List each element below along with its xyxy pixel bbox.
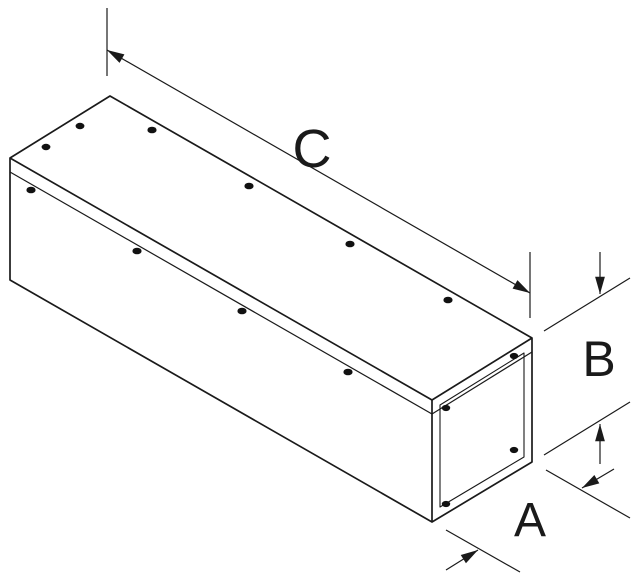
dimension-labels: C B A	[293, 119, 616, 547]
screw-dot	[244, 182, 254, 190]
box-silhouette	[9, 95, 533, 523]
screw-dots	[26, 122, 519, 508]
witness-line-a-lower	[445, 529, 521, 573]
dimension-length-c	[106, 8, 531, 318]
screw-dot	[441, 404, 451, 412]
enclosure-body	[9, 95, 533, 523]
dimension-arrow-a-upper	[581, 468, 615, 489]
screw-dot	[237, 307, 247, 315]
witness-line-b-bottom	[543, 401, 631, 456]
screw-dot	[343, 368, 353, 376]
screw-dot	[509, 352, 519, 360]
front-top-edge	[9, 157, 433, 401]
screw-dot	[26, 186, 36, 194]
dimension-height-b	[543, 252, 631, 464]
screw-dot	[443, 296, 453, 304]
lid-seam-front	[9, 171, 433, 415]
dimension-width-a	[445, 468, 631, 573]
screw-dot	[441, 500, 451, 508]
witness-line-b-top	[543, 277, 631, 332]
dimension-line-c	[106, 49, 531, 294]
screw-dot	[132, 247, 142, 255]
near-top-edge	[431, 337, 533, 401]
label-height-b: B	[582, 331, 615, 387]
screw-dot	[345, 240, 355, 248]
label-width-a: A	[514, 494, 546, 547]
screw-dot	[147, 126, 157, 134]
end-flange-inner	[439, 352, 525, 508]
dimension-arrow-a-lower	[445, 549, 479, 571]
label-length-c: C	[293, 119, 332, 179]
screw-dot	[75, 122, 85, 130]
witness-line-a-upper	[545, 469, 631, 519]
lid-seam-end	[431, 351, 533, 415]
screw-dot	[41, 143, 51, 151]
screw-dot	[509, 446, 519, 454]
